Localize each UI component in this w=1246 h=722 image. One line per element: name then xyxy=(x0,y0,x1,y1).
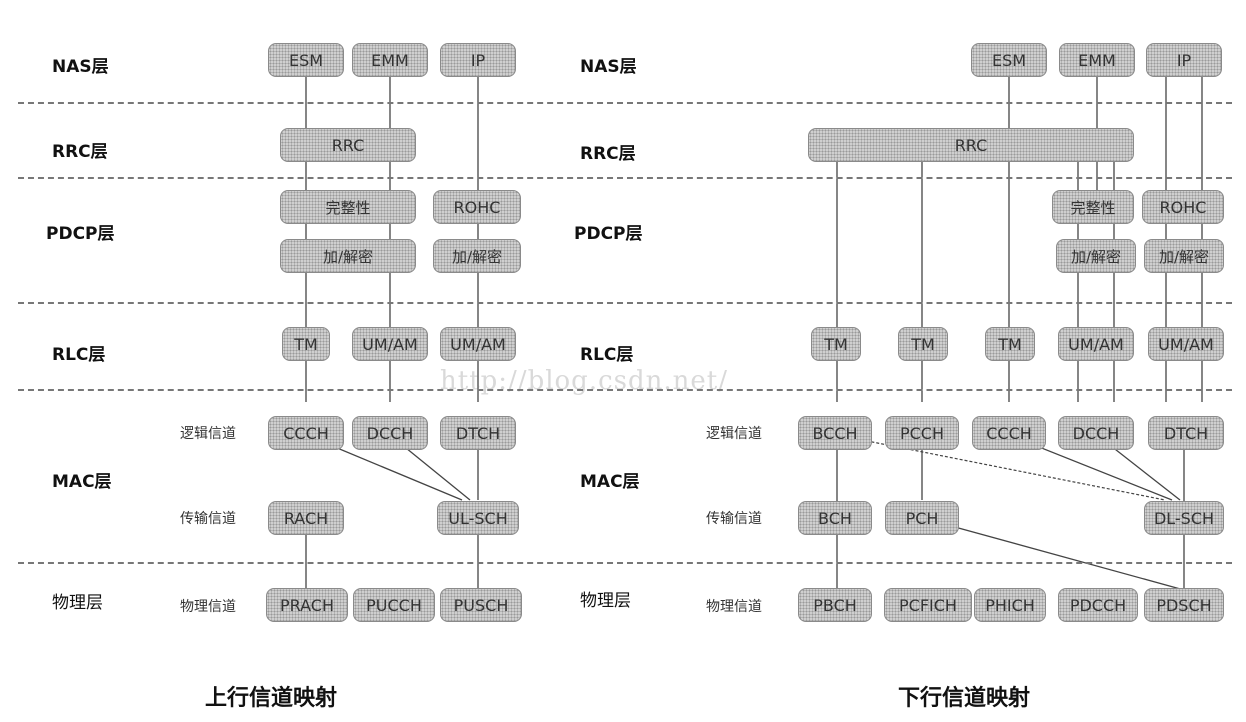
uplink-dtch-box: DTCH xyxy=(440,416,516,450)
link-line xyxy=(921,517,1185,591)
logical-channel-label: 逻辑信道 xyxy=(180,426,236,442)
layer-label-rlc: RLC层 xyxy=(580,345,634,365)
uplink-prach-box: PRACH xyxy=(266,588,348,622)
downlink-pch-box: PCH xyxy=(885,501,959,535)
uplink-caption: 上行信道映射 xyxy=(205,686,338,711)
uplink-rohc-box: ROHC xyxy=(433,190,521,224)
uplink-integrity-box: 完整性 xyxy=(280,190,416,224)
downlink-dcch-box: DCCH xyxy=(1058,416,1134,450)
uplink-umam-box: UM/AM xyxy=(440,327,516,361)
downlink-pcfich-box: PCFICH xyxy=(884,588,972,622)
downlink-rrc-box: RRC xyxy=(808,128,1134,162)
physical-channel-label: 物理信道 xyxy=(706,599,762,615)
downlink-umam-box: UM/AM xyxy=(1148,327,1224,361)
uplink-ccch-box: CCCH xyxy=(268,416,344,450)
downlink-tm-box: TM xyxy=(985,327,1035,361)
downlink-integrity-box: 完整性 xyxy=(1052,190,1134,224)
uplink-rach-box: RACH xyxy=(268,501,344,535)
downlink-rohc-box: ROHC xyxy=(1142,190,1224,224)
physical-channel-label: 物理信道 xyxy=(180,599,236,615)
downlink-dtch-box: DTCH xyxy=(1148,416,1224,450)
layer-label-rrc: RRC层 xyxy=(52,142,108,162)
downlink-tm-box: TM xyxy=(811,327,861,361)
layer-label-pdcp: PDCP层 xyxy=(574,224,643,244)
uplink-tm-box: TM xyxy=(282,327,330,361)
downlink-caption: 下行信道映射 xyxy=(898,686,1031,711)
downlink-phich-box: PHICH xyxy=(974,588,1046,622)
transport-channel-label: 传输信道 xyxy=(180,511,236,527)
downlink-pbch-box: PBCH xyxy=(798,588,872,622)
layer-label-mac: MAC层 xyxy=(52,472,112,492)
uplink-cipher-box: 加/解密 xyxy=(433,239,521,273)
downlink-ip-box: IP xyxy=(1146,43,1222,77)
downlink-ccch-box: CCCH xyxy=(972,416,1046,450)
downlink-bcch-box: BCCH xyxy=(798,416,872,450)
layer-label-phy: 物理层 xyxy=(52,593,103,613)
uplink-ulsch-box: UL-SCH xyxy=(437,501,519,535)
layer-label-nas: NAS层 xyxy=(580,57,637,77)
layer-label-pdcp: PDCP层 xyxy=(46,224,115,244)
uplink-pucch-box: PUCCH xyxy=(353,588,435,622)
downlink-dlsch-box: DL-SCH xyxy=(1144,501,1224,535)
layer-label-rrc: RRC层 xyxy=(580,144,636,164)
layer-divider xyxy=(18,177,1232,179)
uplink-pusch-box: PUSCH xyxy=(440,588,522,622)
watermark: http://blog.csdn.net/ xyxy=(440,366,728,396)
uplink-cipher-box: 加/解密 xyxy=(280,239,416,273)
downlink-pdcch-box: PDCCH xyxy=(1058,588,1138,622)
layer-label-phy: 物理层 xyxy=(580,591,631,611)
downlink-cipher-box: 加/解密 xyxy=(1056,239,1136,273)
downlink-tm-box: TM xyxy=(898,327,948,361)
transport-channel-label: 传输信道 xyxy=(706,511,762,527)
uplink-umam-box: UM/AM xyxy=(352,327,428,361)
uplink-ip-box: IP xyxy=(440,43,516,77)
layer-label-mac: MAC层 xyxy=(580,472,640,492)
logical-channel-label: 逻辑信道 xyxy=(706,426,762,442)
downlink-bch-box: BCH xyxy=(798,501,872,535)
layer-divider xyxy=(18,102,1232,104)
uplink-rrc-box: RRC xyxy=(280,128,416,162)
layer-label-nas: NAS层 xyxy=(52,57,109,77)
downlink-emm-box: EMM xyxy=(1059,43,1135,77)
uplink-emm-box: EMM xyxy=(352,43,428,77)
downlink-pdsch-box: PDSCH xyxy=(1144,588,1224,622)
uplink-esm-box: ESM xyxy=(268,43,344,77)
downlink-cipher-box: 加/解密 xyxy=(1144,239,1224,273)
downlink-pcch-box: PCCH xyxy=(885,416,959,450)
layer-divider xyxy=(18,389,1232,391)
downlink-umam-box: UM/AM xyxy=(1058,327,1134,361)
layer-divider xyxy=(18,302,1232,304)
layer-divider xyxy=(18,562,1232,564)
downlink-esm-box: ESM xyxy=(971,43,1047,77)
uplink-dcch-box: DCCH xyxy=(352,416,428,450)
layer-label-rlc: RLC层 xyxy=(52,345,106,365)
